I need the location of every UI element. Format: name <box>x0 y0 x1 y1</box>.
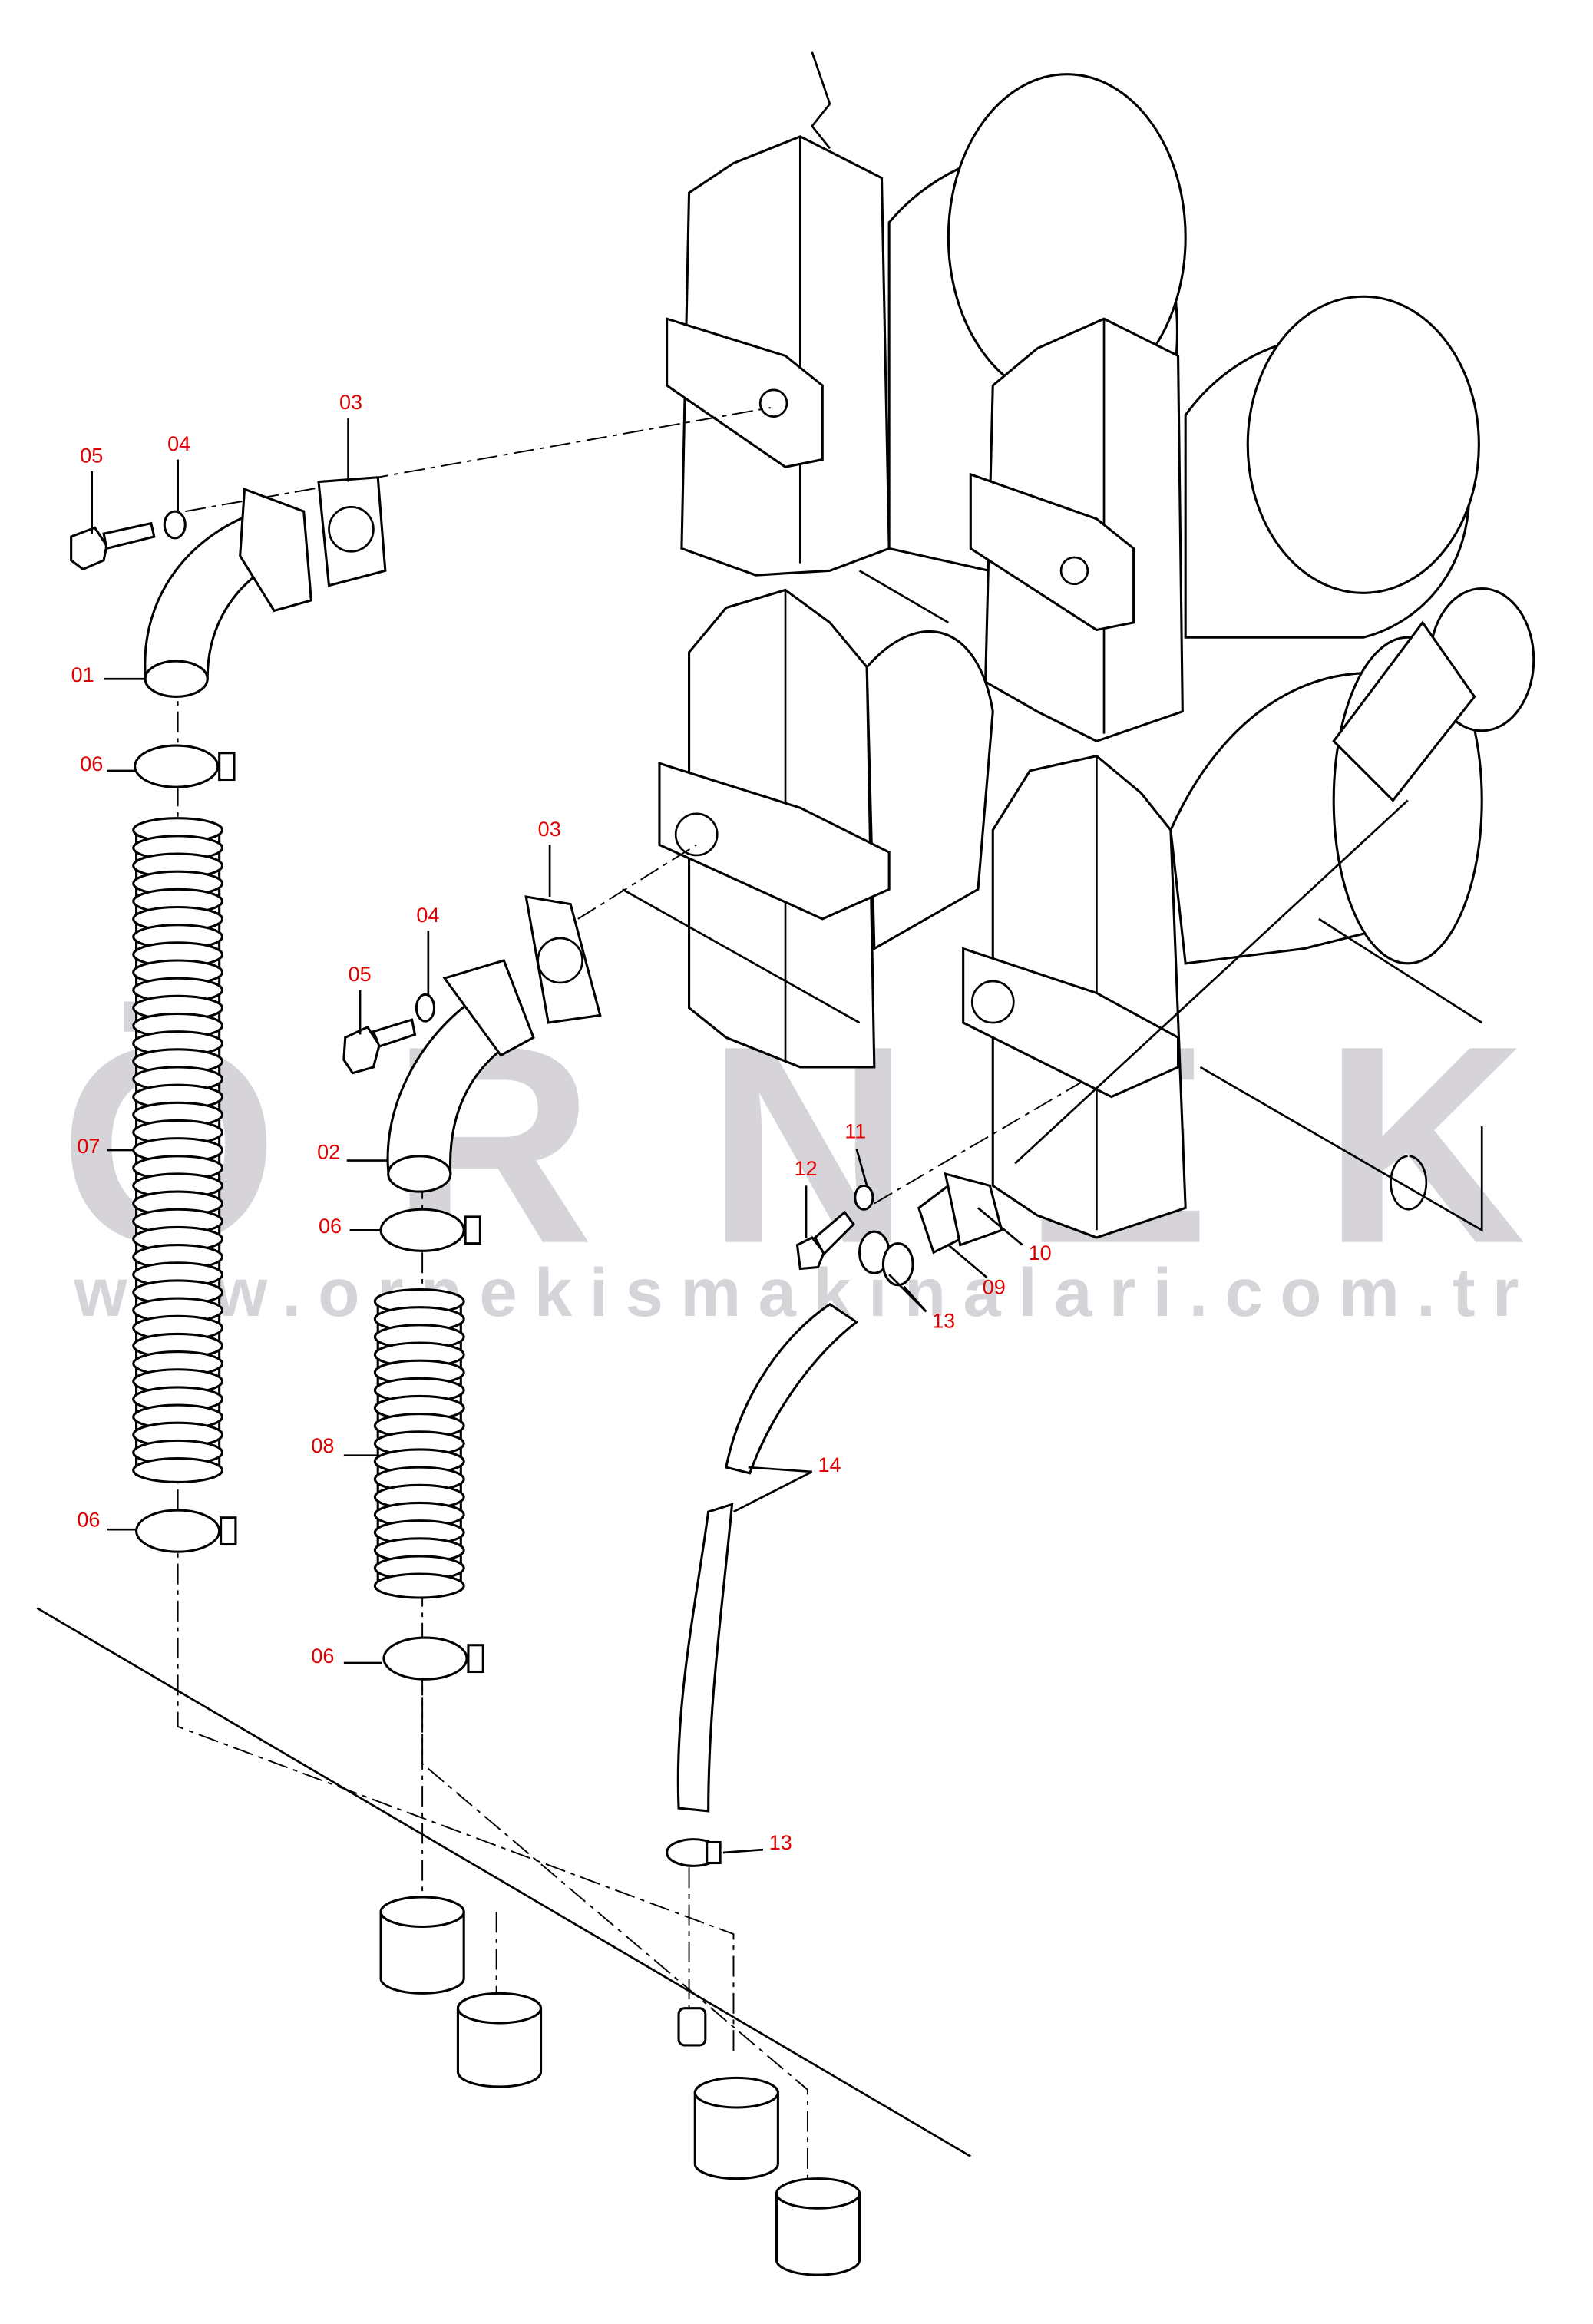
callout-13: 13 <box>769 1831 792 1854</box>
callout-13: 13 <box>932 1310 955 1333</box>
callout-05: 05 <box>80 444 103 467</box>
hose-corrugation <box>373 1572 465 1599</box>
middle-pipe-assembly <box>342 895 602 1681</box>
callout-03: 03 <box>339 391 362 414</box>
callout-06: 06 <box>319 1215 342 1238</box>
clamp-06-a <box>134 744 220 788</box>
callout-14: 14 <box>818 1453 841 1476</box>
callout-08: 08 <box>311 1434 334 1457</box>
callout-10: 10 <box>1029 1241 1052 1264</box>
drain-hose-assembly <box>666 1172 1003 2047</box>
gasket-03 <box>317 476 387 587</box>
gasket-03 <box>524 895 602 1024</box>
callout-labels: 05 04 03 01 06 07 06 03 04 05 02 06 08 0… <box>71 391 1052 1854</box>
hose-corrugation <box>132 1457 224 1483</box>
callout-07: 07 <box>77 1135 100 1158</box>
callout-09: 09 <box>983 1275 1006 1298</box>
flex-hose-07 <box>132 817 224 1483</box>
bolt-05 <box>342 1025 381 1075</box>
washer-04 <box>415 993 436 1023</box>
callout-04: 04 <box>416 904 439 927</box>
washer-04 <box>163 510 187 540</box>
bolt-05 <box>70 526 108 571</box>
clamp-06-c <box>379 1208 465 1252</box>
engine-manifold-assembly <box>622 51 1535 1239</box>
callout-03: 03 <box>538 818 561 841</box>
callout-06: 06 <box>77 1508 100 1531</box>
callout-12: 12 <box>795 1157 818 1180</box>
callout-11: 11 <box>844 1120 866 1143</box>
mounting-cups <box>379 1896 861 2276</box>
callout-06: 06 <box>80 752 103 775</box>
callout-04: 04 <box>167 432 190 455</box>
clamp-06-b <box>135 1509 221 1553</box>
upper-pipe-assembly <box>70 476 387 1553</box>
callout-02: 02 <box>317 1141 340 1164</box>
flex-hose-08 <box>373 1288 465 1599</box>
callout-01: 01 <box>71 663 94 686</box>
callout-05: 05 <box>349 963 372 986</box>
leader-lines <box>91 418 1023 1854</box>
callout-06: 06 <box>311 1645 334 1668</box>
clamp-06-d <box>382 1636 468 1681</box>
